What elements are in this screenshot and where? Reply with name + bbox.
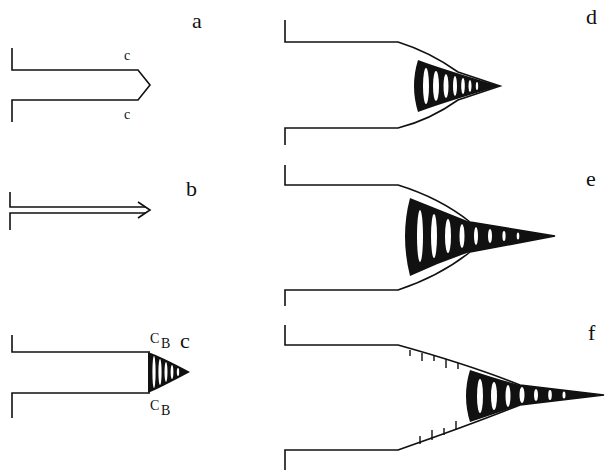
panel-letter: f xyxy=(588,322,595,344)
point-label: B xyxy=(161,337,170,351)
point-label: C xyxy=(150,399,159,413)
panel-d-craze xyxy=(285,20,500,145)
point-label: B xyxy=(161,404,170,418)
panel-letter: d xyxy=(586,6,597,28)
panel-f-craze xyxy=(285,325,604,470)
panel-a-notch xyxy=(12,48,150,122)
panel-letter: b xyxy=(186,178,197,200)
panel-letter: a xyxy=(192,10,202,32)
panel-letter: c xyxy=(180,330,190,352)
panel-e-craze xyxy=(285,165,555,306)
panel-c-craze xyxy=(12,335,190,418)
point-label: c xyxy=(124,108,130,122)
panel-letter: e xyxy=(586,168,596,190)
panel-b-crack xyxy=(10,192,150,230)
point-label: c xyxy=(124,49,130,63)
point-label: C xyxy=(150,332,159,346)
